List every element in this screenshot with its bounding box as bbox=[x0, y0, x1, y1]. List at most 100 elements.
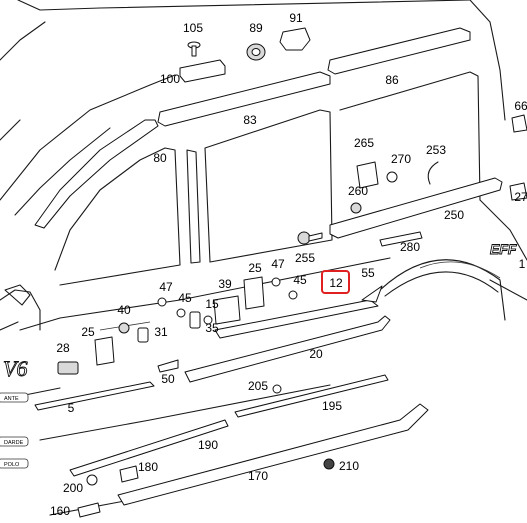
callout-55: 55 bbox=[361, 266, 375, 280]
svg-text:ANTE: ANTE bbox=[4, 396, 19, 402]
clip-40 bbox=[118, 322, 130, 334]
callout-210: 210 bbox=[339, 459, 359, 473]
seal-253 bbox=[427, 161, 439, 185]
callout-12: 12 bbox=[329, 276, 343, 290]
nut-35 bbox=[203, 315, 213, 325]
rail-250 bbox=[329, 177, 503, 239]
callout-47a: 47 bbox=[159, 280, 173, 294]
clip-205 bbox=[272, 384, 282, 394]
cap-27 bbox=[509, 182, 527, 201]
callout-105: 105 bbox=[183, 21, 203, 35]
badge-b1: ANTE bbox=[0, 392, 29, 403]
bolt-255 bbox=[297, 231, 323, 245]
sill-170 bbox=[117, 403, 429, 506]
callout-89: 89 bbox=[249, 21, 263, 35]
screw-45a bbox=[176, 308, 186, 318]
grommet-89 bbox=[246, 43, 266, 61]
bracket-39 bbox=[213, 295, 241, 325]
callout-190: 190 bbox=[198, 438, 218, 452]
svg-text:EFF: EFF bbox=[490, 241, 517, 257]
badge-b3: POLO bbox=[0, 458, 29, 469]
highlight-box bbox=[321, 270, 350, 294]
roof-molding-83 bbox=[157, 71, 331, 127]
callout-160: 160 bbox=[50, 504, 70, 518]
nut-270 bbox=[386, 171, 398, 183]
clip-260 bbox=[350, 202, 362, 214]
callout-25b: 25 bbox=[81, 325, 95, 339]
callout-265: 265 bbox=[354, 136, 374, 150]
callout-20: 20 bbox=[309, 347, 323, 361]
callout-100: 100 bbox=[160, 72, 180, 86]
callout-35: 35 bbox=[205, 321, 219, 335]
screw-105 bbox=[187, 41, 201, 57]
plug-160 bbox=[77, 502, 101, 518]
callout-260: 260 bbox=[348, 184, 368, 198]
callout-180: 180 bbox=[138, 460, 158, 474]
callout-280: 280 bbox=[400, 240, 420, 254]
callout-86: 86 bbox=[385, 73, 399, 87]
callout-5: 5 bbox=[68, 401, 75, 415]
callout-270: 270 bbox=[391, 152, 411, 166]
emblem-v6: V6 bbox=[3, 356, 28, 382]
clip-180 bbox=[119, 465, 139, 483]
bolt-210 bbox=[323, 458, 335, 470]
callout-28: 28 bbox=[56, 341, 70, 355]
cap-31 bbox=[137, 327, 149, 343]
callout-255: 255 bbox=[295, 251, 315, 265]
rail-195 bbox=[234, 374, 389, 418]
badge-b2: DARDE bbox=[0, 436, 29, 447]
svg-text:POLO: POLO bbox=[4, 462, 20, 468]
molding-5 bbox=[34, 381, 155, 411]
bracket-25b bbox=[94, 336, 115, 366]
callout-1: 1 bbox=[519, 257, 526, 271]
callout-40: 40 bbox=[117, 303, 131, 317]
callout-labels: 105 89 91 100 86 83 66 80 265 270 253 27 260 250 280 25… bbox=[50, 11, 527, 518]
roof-molding-80 bbox=[34, 119, 159, 229]
bracket-25a bbox=[243, 276, 265, 310]
clip-200 bbox=[86, 474, 98, 486]
svg-text:DARDE: DARDE bbox=[4, 440, 24, 446]
rail-190 bbox=[69, 419, 229, 477]
trim-55 bbox=[361, 285, 383, 303]
bracket-100 bbox=[179, 59, 226, 83]
door-molding-12 bbox=[214, 299, 379, 339]
callout-195: 195 bbox=[322, 399, 342, 413]
washer-47b bbox=[271, 277, 281, 287]
molding-20 bbox=[184, 315, 391, 383]
callout-91: 91 bbox=[289, 11, 303, 25]
screw-45b bbox=[288, 290, 298, 300]
callout-205: 205 bbox=[248, 379, 268, 393]
badge-group: ANTE DARDE POLO bbox=[0, 392, 29, 469]
callout-47b: 47 bbox=[271, 257, 285, 271]
callout-80: 80 bbox=[153, 151, 167, 165]
roof-moldings bbox=[34, 27, 471, 229]
cover-50 bbox=[157, 359, 179, 373]
clip-91 bbox=[279, 27, 311, 51]
callout-45b: 45 bbox=[293, 273, 307, 287]
callout-45a: 45 bbox=[178, 291, 192, 305]
roof-molding-86 bbox=[327, 27, 471, 75]
callout-170: 170 bbox=[248, 469, 268, 483]
callout-50: 50 bbox=[161, 372, 175, 386]
callout-250: 250 bbox=[444, 208, 464, 222]
callout-83: 83 bbox=[243, 113, 257, 127]
clip-28 bbox=[57, 361, 79, 375]
svg-text:V6: V6 bbox=[3, 356, 27, 381]
clip-66 bbox=[511, 114, 527, 133]
clip-265 bbox=[356, 161, 379, 189]
fasteners bbox=[57, 27, 527, 518]
callout-200: 200 bbox=[63, 481, 83, 495]
side-moldings bbox=[34, 285, 429, 506]
callout-27: 27 bbox=[514, 190, 527, 204]
callout-15: 15 bbox=[205, 297, 219, 311]
callout-66: 66 bbox=[514, 99, 527, 113]
clip-15 bbox=[189, 311, 201, 329]
callout-39: 39 bbox=[218, 277, 232, 291]
washer-47a bbox=[157, 297, 167, 307]
callout-25a: 25 bbox=[248, 261, 262, 275]
callout-253: 253 bbox=[426, 143, 446, 157]
emblem-eff: EFF bbox=[490, 241, 518, 258]
callout-31: 31 bbox=[154, 325, 168, 339]
